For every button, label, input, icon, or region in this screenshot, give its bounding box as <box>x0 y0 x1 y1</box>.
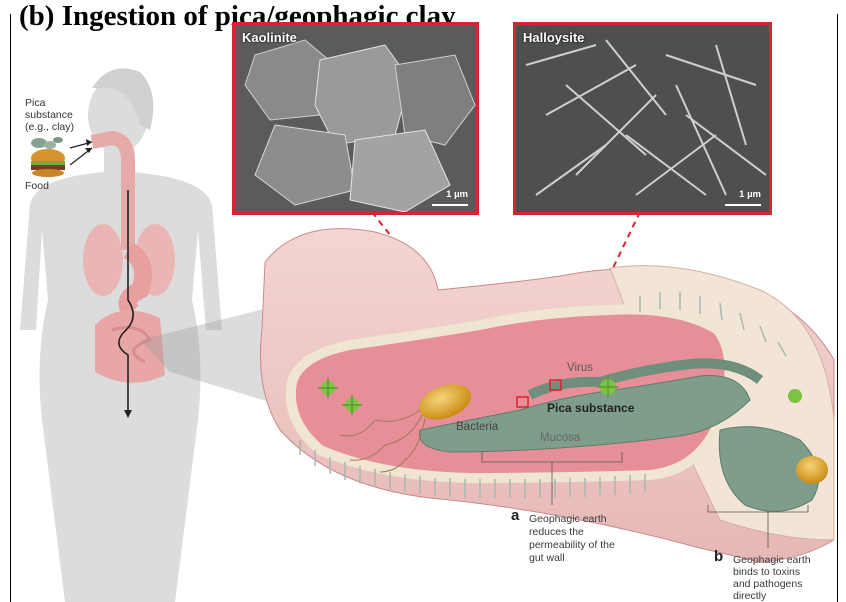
bacteria-label: Bacteria <box>456 421 498 433</box>
annotation-a-letter: a <box>511 510 519 522</box>
annotation-b-line-2: binds to toxins <box>733 566 800 579</box>
annotation-b-line-1: Geophagic earth <box>733 554 811 567</box>
kaolinite-micrograph: Kaolinite 1 µm <box>232 22 479 215</box>
clay-pebbles-icon <box>31 137 63 149</box>
mucosa-label: Mucosa <box>540 432 580 444</box>
food-label: Food <box>25 180 49 192</box>
annotation-b-line-4: directly <box>733 590 766 602</box>
halloysite-scale-bar <box>725 204 761 206</box>
clay-example-label: (e.g., clay) <box>25 121 74 133</box>
virus-label: Virus <box>567 362 593 374</box>
kaolinite-scale-bar <box>432 204 468 206</box>
annotation-a-line-3: permeability of the <box>529 539 615 552</box>
halloysite-label: Halloysite <box>523 30 584 45</box>
annotation-a-line-1: Geophagic earth <box>529 513 607 526</box>
pica-label: Pica <box>25 97 45 109</box>
annotation-b-letter: b <box>714 551 723 563</box>
substance-label: substance <box>25 109 73 121</box>
annotation-a-line-2: reduces the <box>529 526 584 539</box>
halloysite-scale-label: 1 µm <box>739 189 761 200</box>
bacterium-bound <box>796 456 828 484</box>
halloysite-micrograph: Halloysite 1 µm <box>513 22 772 215</box>
kaolinite-label: Kaolinite <box>242 30 297 45</box>
annotation-b-line-3: and pathogens <box>733 578 802 591</box>
annotation-a-line-4: gut wall <box>529 552 565 565</box>
pica-substance-label: Pica substance <box>547 402 634 414</box>
kaolinite-scale-label: 1 µm <box>446 189 468 200</box>
burger-icon <box>31 149 65 177</box>
